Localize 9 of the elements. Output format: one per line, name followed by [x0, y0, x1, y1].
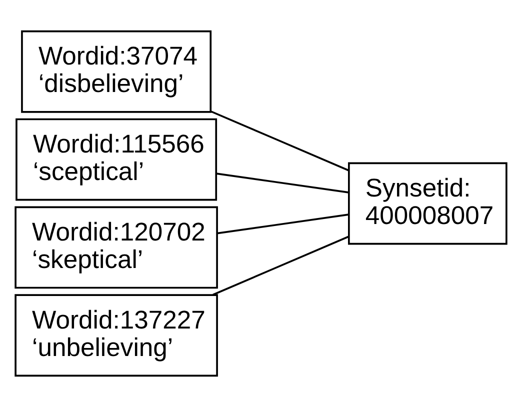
node-box: Synsetid: 400008007: [348, 162, 508, 245]
connector: [217, 214, 349, 234]
node-box: Wordid:120702 ‘skeptical’: [14, 206, 218, 289]
connector: [216, 172, 349, 194]
node-box: Wordid:137227 ‘unbelieving’: [14, 294, 218, 377]
connector: [212, 236, 350, 296]
node-box: Wordid:37074 ‘disbelieving’: [21, 30, 212, 113]
connector: [210, 110, 349, 172]
node-box: Wordid:115566 ‘sceptical’: [16, 118, 218, 201]
